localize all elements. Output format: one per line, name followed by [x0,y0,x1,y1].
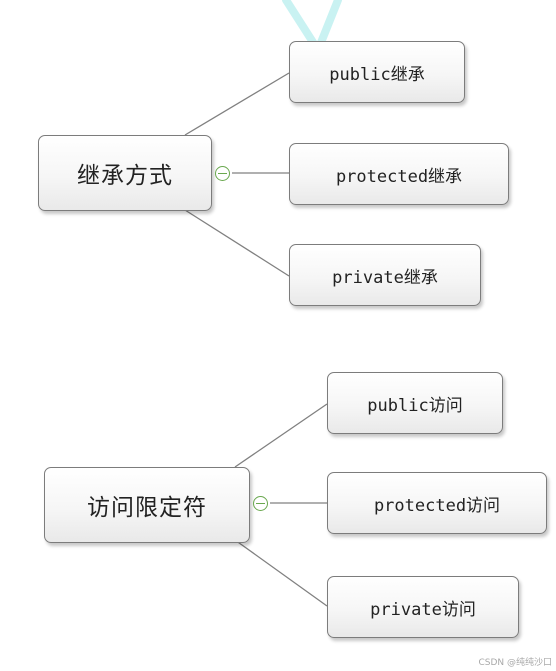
connector-public-inherit [184,72,290,136]
child-node-public-inherit[interactable]: public继承 [289,41,465,103]
child-node-label: protected访问 [373,495,501,516]
root-node-inheritance-mode[interactable]: 继承方式 [38,135,212,211]
connector-public-access [234,403,328,468]
child-node-label: private访问 [370,599,476,620]
root-node-access-specifier[interactable]: 访问限定符 [44,467,250,543]
child-node-label: public继承 [329,64,425,85]
root-node-label: 继承方式 [77,163,173,189]
child-node-label: protected继承 [335,166,463,187]
child-node-protected-inherit[interactable]: protected继承 [289,143,509,205]
child-node-private-inherit[interactable]: private继承 [289,244,481,306]
child-node-public-access[interactable]: public访问 [327,372,503,434]
collapse-toggle-icon[interactable] [253,496,268,511]
root-node-label: 访问限定符 [87,495,207,521]
connector-private-access [234,539,328,607]
child-node-label: private继承 [332,267,438,288]
child-node-protected-access[interactable]: protected访问 [327,472,547,534]
child-node-label: public访问 [367,395,463,416]
watermark-credit: CSDN @纯纯沙口 [478,658,552,668]
child-node-private-access[interactable]: private访问 [327,576,519,638]
connector-private-inherit [184,209,290,277]
collapse-toggle-icon[interactable] [215,166,230,181]
